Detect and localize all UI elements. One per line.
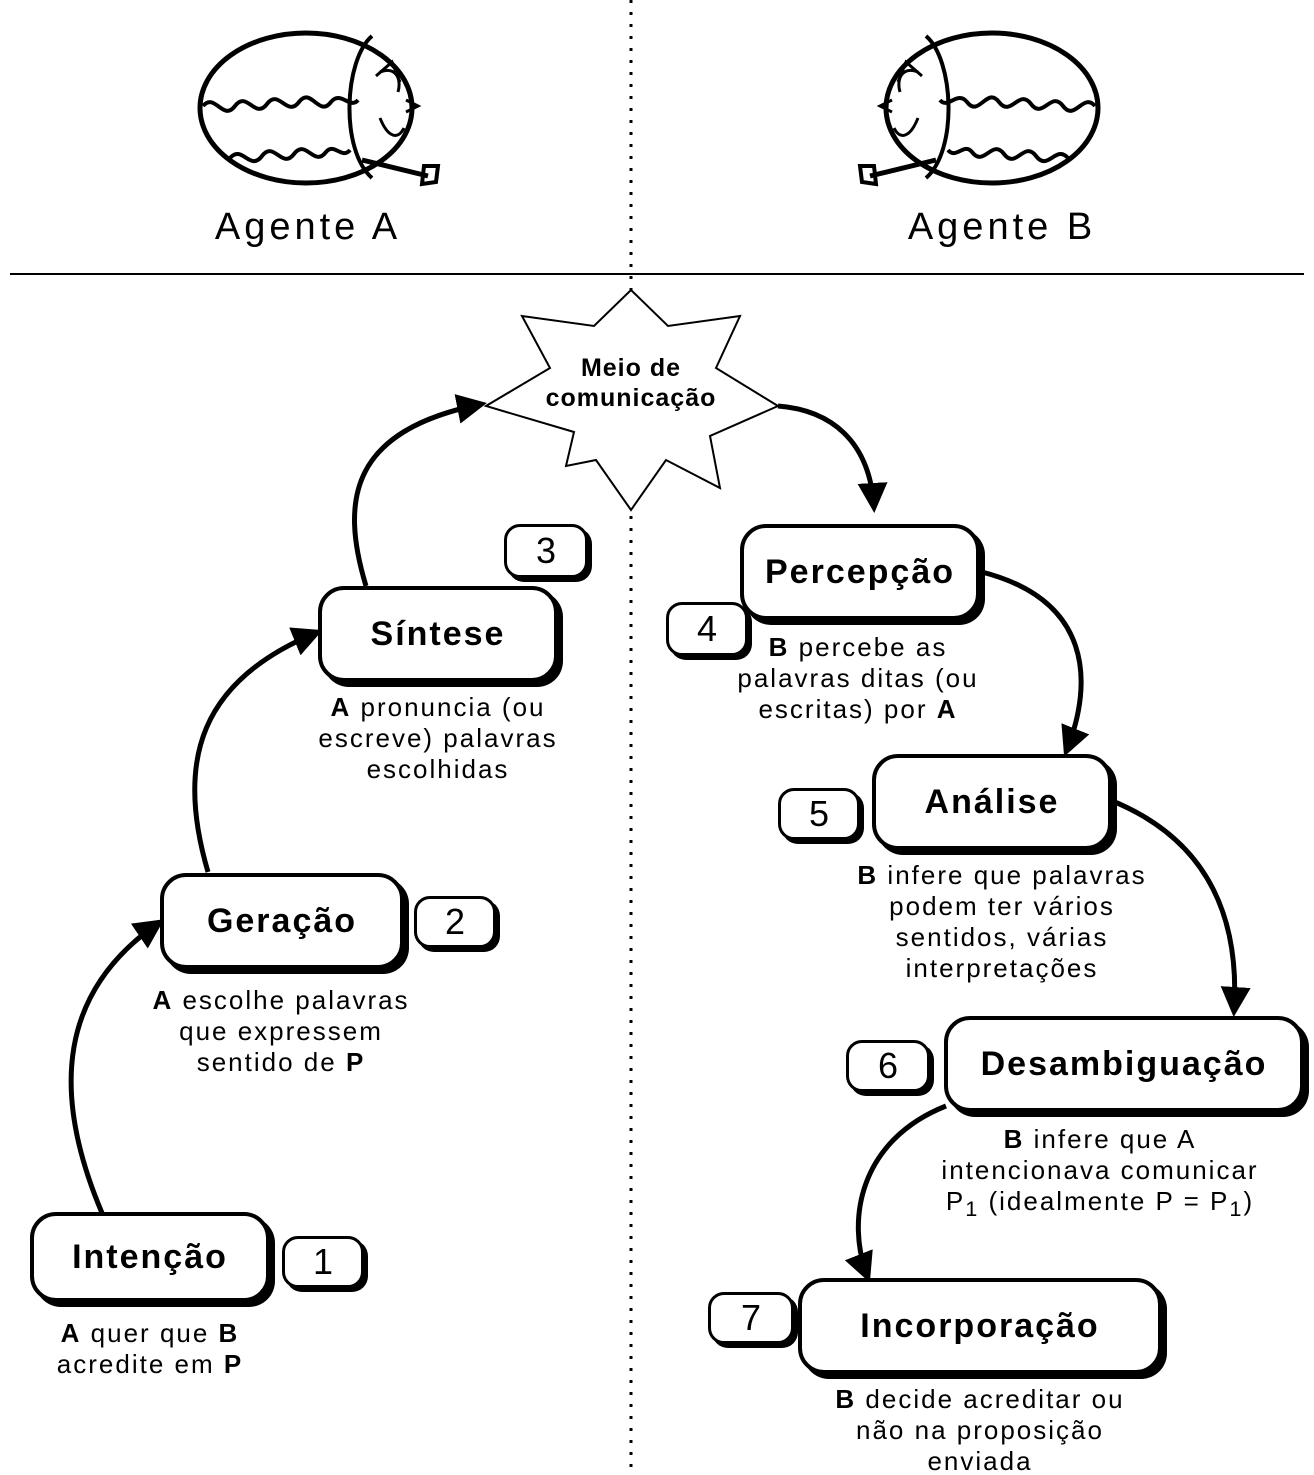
text-segment: infere que palavras — [878, 860, 1147, 890]
subscript: 1 — [965, 1196, 980, 1222]
description-line: palavras ditas (ou — [708, 663, 1008, 694]
bold-term: A — [936, 694, 958, 724]
description-line: B decide acreditar ou — [798, 1384, 1162, 1415]
step-2-number: 2 — [414, 896, 496, 948]
arrow-medium-to-percepcao — [777, 403, 888, 513]
bold-term: B — [1003, 1124, 1025, 1154]
text-segment: ) — [1243, 1186, 1255, 1216]
text-segment: escolhe palavras — [173, 985, 410, 1015]
description-line: podem ter vários — [822, 891, 1182, 922]
text-segment: decide acreditar ou — [856, 1384, 1125, 1414]
step-1-number: 1 — [282, 1236, 364, 1288]
bold-term: A — [330, 692, 352, 722]
step-percepcao-box: Percepção — [740, 524, 980, 620]
description-line: escritas) por A — [708, 694, 1008, 725]
bold-term: B — [218, 1318, 240, 1348]
arrow-intencao-to-geracao — [68, 919, 165, 1214]
text-segment: P — [945, 1186, 966, 1216]
text-segment: interpretações — [905, 953, 1099, 983]
text-segment: sentido de — [196, 1047, 346, 1077]
step-7-number: 7 — [708, 1292, 794, 1344]
communication-medium-label: Meio de comunicação — [516, 353, 746, 413]
description-line: sentidos, várias — [822, 922, 1182, 953]
text-segment: palavras ditas (ou — [737, 663, 979, 693]
arrow-geracao-to-sintese — [192, 627, 323, 873]
text-segment: pronuncia (ou — [351, 692, 546, 722]
step-desambiguacao-box: Desambiguação — [944, 1016, 1304, 1112]
step-6-number: 6 — [846, 1040, 930, 1092]
subscript: 1 — [1229, 1196, 1244, 1222]
text-segment: percebe as — [789, 632, 948, 662]
bold-term: A — [60, 1318, 82, 1348]
description-line: interpretações — [822, 953, 1182, 984]
bold-term: A — [152, 985, 174, 1015]
step-4-number: 4 — [666, 602, 748, 656]
arrow-analise-to-desambiguacao — [1109, 797, 1251, 1017]
text-segment: quer que — [81, 1318, 219, 1348]
description-line: escolhidas — [288, 754, 588, 785]
text-segment: escritas) por — [758, 694, 937, 724]
description-line: A pronuncia (ou — [288, 692, 588, 723]
description-line: escreve) palavras — [288, 723, 588, 754]
description-line: A quer que B — [0, 1318, 300, 1349]
text-segment: sentidos, várias — [895, 922, 1109, 952]
agent-b-head-icon — [857, 30, 1101, 187]
agent-a-label: Agente A — [214, 206, 402, 248]
description-line: B percebe as — [708, 632, 1008, 663]
step-5-number: 5 — [778, 788, 860, 840]
text-segment: infere que A — [1024, 1124, 1197, 1154]
description-line: intencionava comunicar — [920, 1155, 1280, 1186]
description-line: enviada — [798, 1446, 1162, 1475]
agent-a-head-icon — [197, 30, 441, 187]
step-geracao-box: Geração — [160, 873, 404, 969]
text-segment: não na proposição — [856, 1415, 1104, 1445]
text-segment: intencionava comunicar — [941, 1155, 1259, 1185]
text-segment: enviada — [927, 1446, 1033, 1475]
bold-term: B — [857, 860, 879, 890]
text-segment: escreve) palavras — [318, 723, 558, 753]
description-line: P1 (idealmente P = P1) — [920, 1186, 1280, 1224]
description-line: B infere que A — [920, 1124, 1280, 1155]
text-segment: que expressem — [179, 1016, 383, 1046]
bold-term: P — [223, 1349, 244, 1379]
medium-label-line-2: comunicação — [545, 384, 717, 412]
bold-term: B — [835, 1384, 857, 1414]
description-line: que expressem — [111, 1016, 451, 1047]
communication-medium-star — [483, 288, 781, 512]
text-segment: podem ter vários — [889, 891, 1115, 921]
description-line: não na proposição — [798, 1415, 1162, 1446]
step-incorporacao-box: Incorporação — [798, 1278, 1162, 1374]
text-segment: (idealmente P = P — [979, 1186, 1230, 1216]
description-line: A escolhe palavras — [111, 985, 451, 1016]
step-analise-box: Análise — [872, 754, 1112, 850]
text-segment: acredite em — [56, 1349, 224, 1379]
medium-label-line-1: Meio de — [580, 354, 682, 382]
description-line: B infere que palavras — [822, 860, 1182, 891]
bold-term: P — [345, 1047, 366, 1077]
step-sintese-box: Síntese — [318, 586, 558, 682]
step-3-number: 3 — [504, 524, 588, 578]
text-segment: escolhidas — [366, 754, 510, 784]
arrow-sintese-to-medium — [352, 394, 487, 587]
step-intencao-box: Intenção — [30, 1212, 270, 1302]
bold-term: B — [768, 632, 790, 662]
arrow-desambiguacao-to-incorporacao — [844, 1103, 947, 1283]
arrow-percepcao-to-analise — [981, 569, 1090, 757]
description-line: acredite em P — [0, 1349, 300, 1380]
description-line: sentido de P — [111, 1047, 451, 1078]
agent-b-label: Agente B — [907, 206, 1097, 248]
